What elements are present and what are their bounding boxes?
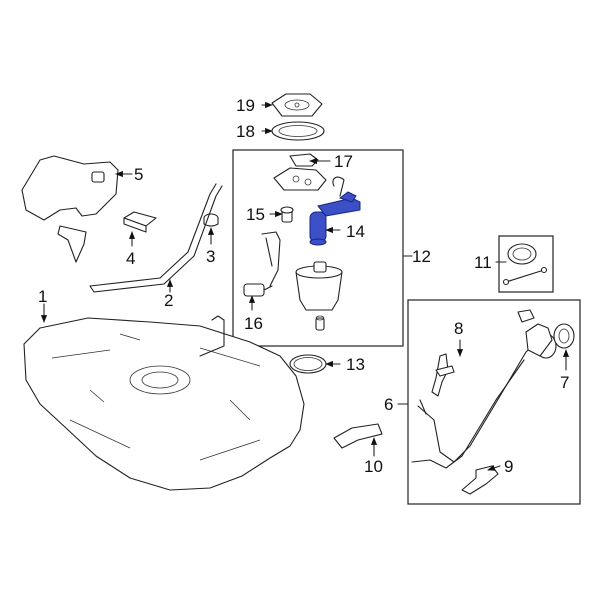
group-box-12 <box>232 149 404 347</box>
part-11-fuel-cap <box>502 243 548 286</box>
callout-labels: 19 18 17 15 14 16 13 12 5 4 3 2 1 11 6 8… <box>38 96 569 476</box>
callout-14: 14 <box>346 222 365 241</box>
callout-5: 5 <box>134 165 143 184</box>
callout-6: 6 <box>384 395 393 414</box>
callout-3: 3 <box>206 247 215 266</box>
part-5-heat-shield <box>21 155 119 263</box>
part-17-clip <box>289 153 319 167</box>
callout-8: 8 <box>454 319 463 338</box>
callout-12: 12 <box>412 247 431 266</box>
callout-2: 2 <box>164 291 173 310</box>
callout-19: 19 <box>236 96 255 115</box>
part-1-fuel-tank <box>23 315 305 491</box>
part-7-filler-ring <box>553 323 575 349</box>
part-6-filler-neck <box>411 323 557 469</box>
part-10-hose <box>333 423 383 449</box>
part-16-level-sender <box>243 231 281 297</box>
part-2-strap <box>89 183 223 293</box>
part-14-fuel-pump <box>309 191 361 246</box>
pump-reservoir <box>295 261 343 331</box>
callout-7: 7 <box>560 373 569 392</box>
callout-15: 15 <box>246 205 265 224</box>
part-8-bracket <box>431 353 455 397</box>
callout-17: 17 <box>334 152 353 171</box>
part-9-bracket <box>461 465 499 495</box>
part-4-pad <box>123 211 157 233</box>
callout-13: 13 <box>346 355 365 374</box>
part-18-retainer-ring <box>271 121 325 141</box>
group-box-11 <box>498 235 554 293</box>
part-15-fitting <box>280 206 294 223</box>
callout-16: 16 <box>244 314 263 333</box>
callout-10: 10 <box>364 457 383 476</box>
clip-upper <box>517 309 535 323</box>
group-box-6 <box>407 299 581 505</box>
callout-1: 1 <box>38 287 47 306</box>
callout-4: 4 <box>126 249 135 268</box>
callout-11: 11 <box>474 253 492 272</box>
part-19-cover <box>271 93 323 117</box>
pump-flange <box>273 167 345 197</box>
callout-18: 18 <box>236 122 255 141</box>
callout-9: 9 <box>504 457 513 476</box>
leader-lines <box>40 101 570 471</box>
